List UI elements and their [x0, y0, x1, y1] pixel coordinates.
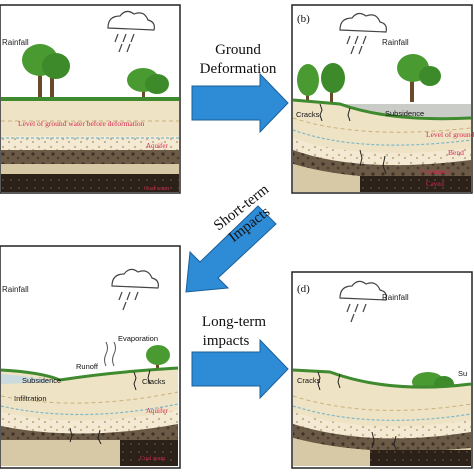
arrow-label-line1: Long-term	[202, 314, 266, 330]
crack-lines	[317, 371, 398, 453]
panel-d: (d) Rainfall Cracks Su	[291, 271, 473, 469]
arrow-label-line2: Deformation	[200, 61, 277, 77]
crack-lines	[69, 369, 151, 445]
panel-b: (b) Rainfall	[291, 4, 474, 194]
tree-icon	[127, 68, 169, 98]
cloud-icon	[339, 280, 387, 301]
crack-lines	[319, 103, 387, 175]
coal-seam-label: Coal seam	[140, 456, 165, 462]
cracks-label: Cracks	[297, 376, 321, 385]
caved-zone-label: Caved	[426, 180, 444, 188]
panel-letter: (b)	[297, 13, 310, 25]
rain-icon	[114, 33, 135, 53]
fractured-zone-label: Fractured	[420, 167, 449, 176]
rainfall-label: Rainfall	[2, 285, 29, 294]
rain-icon	[118, 291, 139, 311]
tree-icon	[297, 63, 345, 104]
cloud-icon	[339, 12, 387, 33]
cloud-icon	[111, 268, 159, 289]
tree-icon	[397, 54, 441, 102]
tree-icon	[22, 44, 70, 98]
panel-a: Rainfall Level of ground water before de…	[0, 4, 181, 194]
arrow-label-line2: impacts	[203, 333, 250, 349]
infiltration-label: Infiltration	[14, 394, 47, 403]
runoff-label: Runoff	[76, 362, 99, 371]
aquifer-label: Aquifer	[146, 407, 168, 415]
panel-c: Rainfall Evaporation Runoff Subsidence C…	[0, 245, 181, 469]
long-term-impacts-arrow: Long-term impacts	[191, 314, 289, 400]
rainfall-label: Rainfall	[382, 293, 409, 302]
short-term-impacts-arrow: Short-term Impacts	[185, 181, 277, 293]
rainfall-label: Rainfall	[382, 38, 409, 47]
panel-letter: (d)	[297, 283, 310, 295]
rain-icon	[346, 303, 367, 323]
subsidence-label: Subsidence	[22, 376, 61, 385]
coal-seam-label: Coal seam	[144, 186, 169, 192]
groundwater-level-label: Level of ground	[426, 130, 474, 139]
evaporation-label: Evaporation	[118, 334, 158, 343]
bend-zone-label: Bend	[448, 148, 464, 157]
arrow-label-line1: Ground	[215, 42, 261, 58]
cracks-label: Cracks	[296, 110, 320, 119]
subsidence-label: Subsidence	[385, 109, 424, 118]
groundwater-level-label: Level of ground water before deformation	[18, 119, 145, 128]
rainfall-label: Rainfall	[2, 38, 29, 47]
rain-icon	[346, 35, 367, 55]
ground-deformation-arrow: Ground Deformation	[191, 42, 289, 134]
cracks-label: Cracks	[142, 377, 166, 386]
aquifer-label: Aquifer	[146, 142, 168, 150]
evaporation-icon	[104, 341, 116, 367]
subsidence-label: Su	[458, 369, 467, 378]
cloud-icon	[107, 10, 155, 31]
tree-icon	[146, 345, 170, 368]
